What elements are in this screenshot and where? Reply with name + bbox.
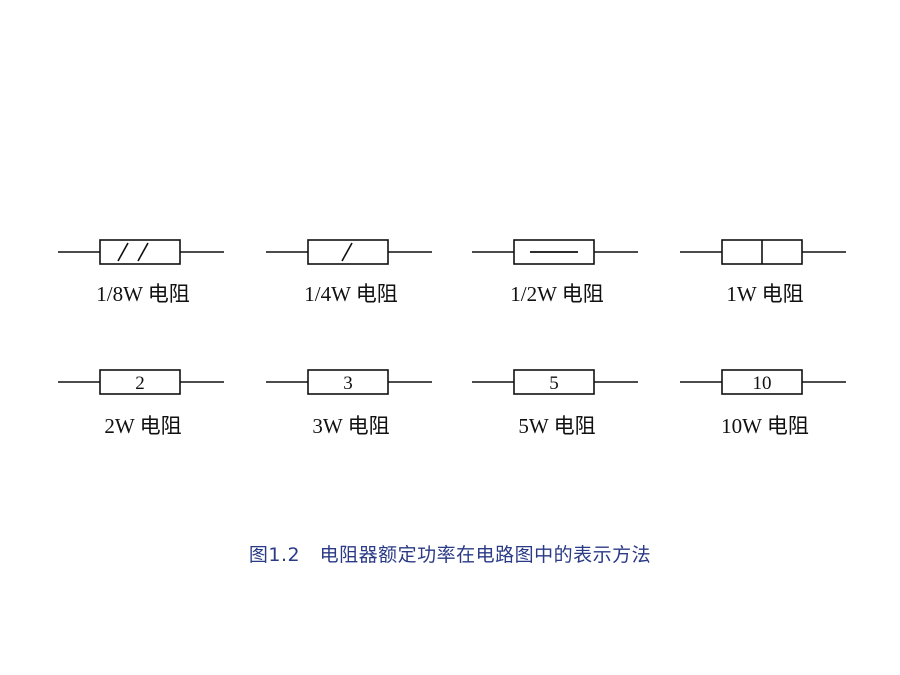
resistor-3w-label: 3W 电阻 bbox=[312, 414, 390, 438]
resistor-1-4w-label: 1/4W 电阻 bbox=[304, 282, 398, 306]
resistor-10w-graphic: 10 bbox=[680, 369, 846, 395]
resistor-5w-number: 5 bbox=[549, 373, 559, 394]
resistor-symbol-3w: 3 3W 电阻 bbox=[266, 362, 436, 442]
resistor-symbol-5w: 5 5W 电阻 bbox=[472, 362, 642, 442]
resistor-1-8w-graphic bbox=[58, 239, 224, 265]
resistor-2w-label: 2W 电阻 bbox=[104, 414, 182, 438]
resistor-symbol-1-8w: 1/8W 电阻 bbox=[58, 232, 228, 312]
resistor-3w-number: 3 bbox=[343, 373, 353, 394]
resistor-1-2w-graphic bbox=[472, 239, 638, 265]
resistor-1-8w-label: 1/8W 电阻 bbox=[96, 282, 190, 306]
resistor-symbol-1-2w: 1/2W 电阻 bbox=[472, 232, 642, 312]
resistor-5w-graphic: 5 bbox=[472, 369, 638, 395]
resistor-5w-label: 5W 电阻 bbox=[518, 414, 596, 438]
resistor-10w-label: 10W 电阻 bbox=[721, 414, 809, 438]
resistor-1w-graphic bbox=[680, 239, 846, 265]
figure-caption: 图1.2 电阻器额定功率在电路图中的表示方法 bbox=[248, 544, 652, 566]
resistor-symbol-2w: 2 2W 电阻 bbox=[58, 362, 228, 442]
resistor-1-4w-graphic bbox=[266, 239, 432, 265]
resistor-symbol-1-4w: 1/4W 电阻 bbox=[266, 232, 436, 312]
resistor-2w-graphic: 2 bbox=[58, 369, 224, 395]
resistor-2w-number: 2 bbox=[135, 373, 145, 394]
resistor-symbol-10w: 10 10W 电阻 bbox=[680, 362, 850, 442]
resistor-symbol-1w: 1W 电阻 bbox=[680, 232, 850, 312]
resistor-1-2w-label: 1/2W 电阻 bbox=[510, 282, 604, 306]
resistor-10w-number: 10 bbox=[753, 373, 772, 394]
resistor-3w-graphic: 3 bbox=[266, 369, 432, 395]
resistor-1w-label: 1W 电阻 bbox=[726, 282, 804, 306]
